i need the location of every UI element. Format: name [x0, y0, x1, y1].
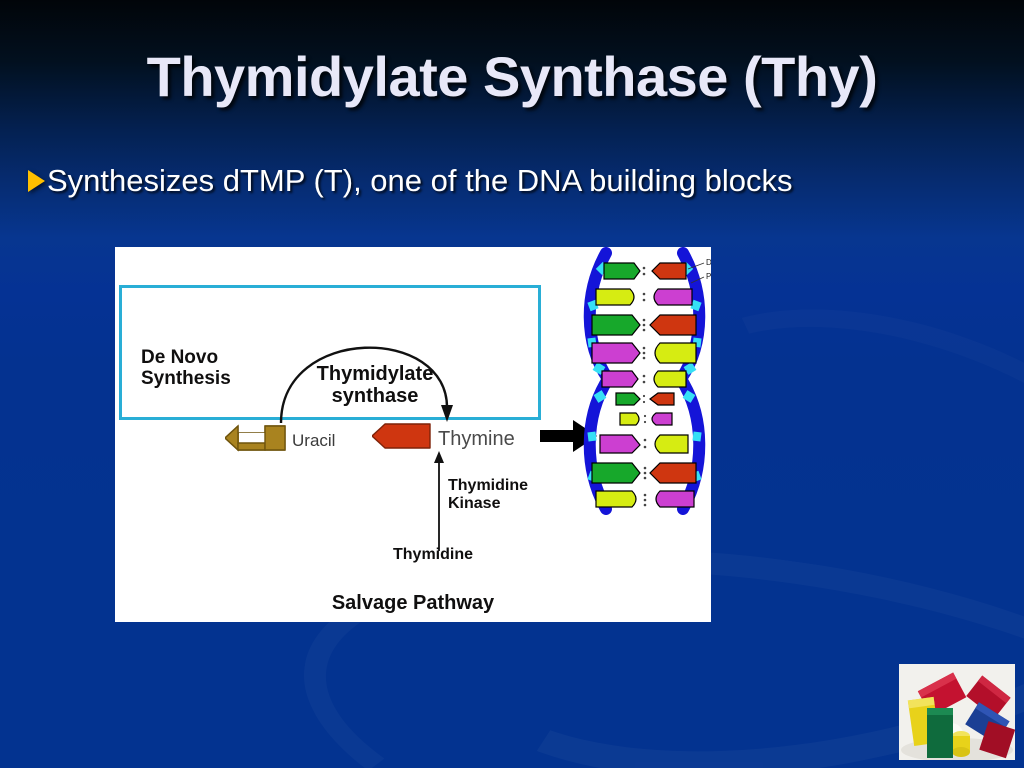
thymidylate-synthase-label: Thymidylate synthase: [300, 363, 450, 408]
enzyme-line-2: synthase: [331, 385, 419, 408]
transition-right-arrow-icon: [540, 420, 597, 452]
enzyme-line-1: Thymidylate: [316, 363, 434, 385]
figure-image-panel: De Novo Synthesis Thymidylate synthase U…: [115, 247, 711, 622]
de-novo-line-1: De Novo: [141, 347, 219, 368]
triangle-bullet-icon: [28, 170, 45, 192]
uracil-label: Uracil: [292, 431, 336, 450]
thymidine-kinase-label: Thymidine Kinase: [448, 477, 528, 513]
bullet-text: Synthesizes dTMP (T), one of the DNA bui…: [47, 163, 793, 198]
dna-annotations: D P: [687, 258, 711, 284]
kinase-line-1: Thymidine: [448, 477, 529, 494]
annotation-deoxyribose: D: [706, 258, 711, 267]
slide-title: Thymidylate Synthase (Thy): [146, 45, 878, 108]
salvage-pathway-label: Salvage Pathway: [331, 592, 495, 614]
thymidine-kinase-arrow-icon: [434, 451, 444, 551]
de-novo-line-2: Synthesis: [141, 368, 231, 390]
reaction-curved-arrow-icon: [279, 346, 453, 424]
thymine-label: Thymine: [438, 428, 515, 450]
de-novo-synthesis-label: De Novo Synthesis: [141, 347, 231, 390]
building-blocks-logo: [899, 664, 1015, 760]
dna-double-helix-illustration: D P: [583, 247, 711, 515]
dna-base-pairs: [591, 262, 697, 508]
kinase-line-2: Kinase: [448, 494, 501, 512]
de-novo-reaction-box: [119, 285, 541, 420]
annotation-phosphate: P: [706, 272, 711, 281]
blocks-logo-image: [899, 664, 1015, 760]
thymidine-label: Thymidine: [393, 546, 474, 563]
thymine-shape-icon: [372, 423, 431, 449]
uracil-shape-icon: [225, 424, 286, 452]
bullet-item: Synthesizes dTMP (T), one of the DNA bui…: [28, 163, 793, 199]
